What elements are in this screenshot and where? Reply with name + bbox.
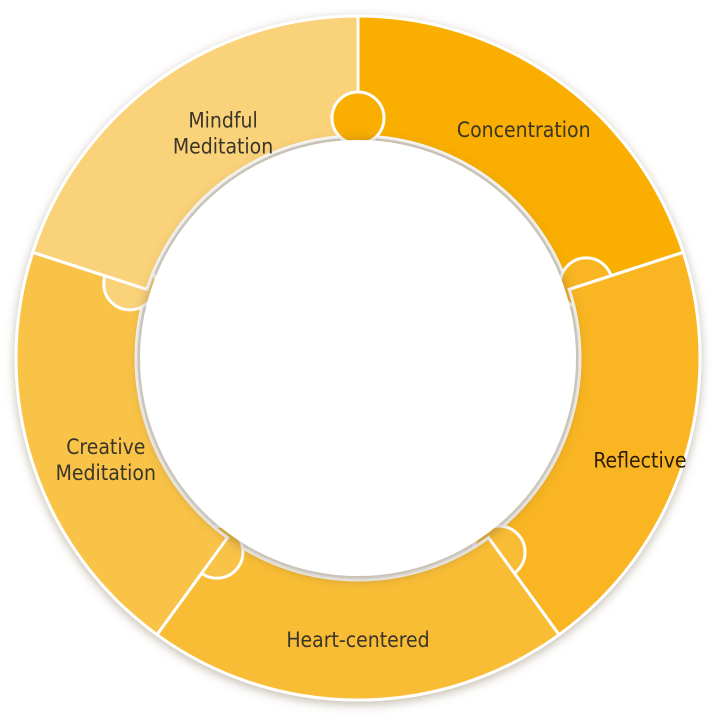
label-line-mindful-meditation-0: Mindful	[188, 108, 257, 132]
label-line-creative-meditation-0: Creative	[66, 435, 145, 459]
label-reflective: Reflective	[593, 449, 686, 473]
label-line-heart-centered-0: Heart-centered	[286, 628, 429, 652]
label-heart-centered: Heart-centered	[286, 628, 429, 652]
segment-reflective	[486, 250, 702, 637]
segment-creative-meditation	[14, 250, 230, 637]
label-line-creative-meditation-1: Meditation	[56, 461, 156, 485]
segment-heart-centered	[154, 535, 562, 702]
ring-segments	[14, 14, 702, 702]
segment-concentration	[356, 14, 686, 292]
segment-mindful-meditation	[30, 14, 360, 292]
label-line-reflective-0: Reflective	[593, 449, 686, 473]
label-line-mindful-meditation-1: Meditation	[173, 134, 273, 158]
center-circle	[140, 140, 576, 576]
puzzle-tab-mindful-meditation	[330, 90, 386, 146]
label-concentration: Concentration	[457, 118, 591, 142]
label-line-concentration-0: Concentration	[457, 118, 591, 142]
